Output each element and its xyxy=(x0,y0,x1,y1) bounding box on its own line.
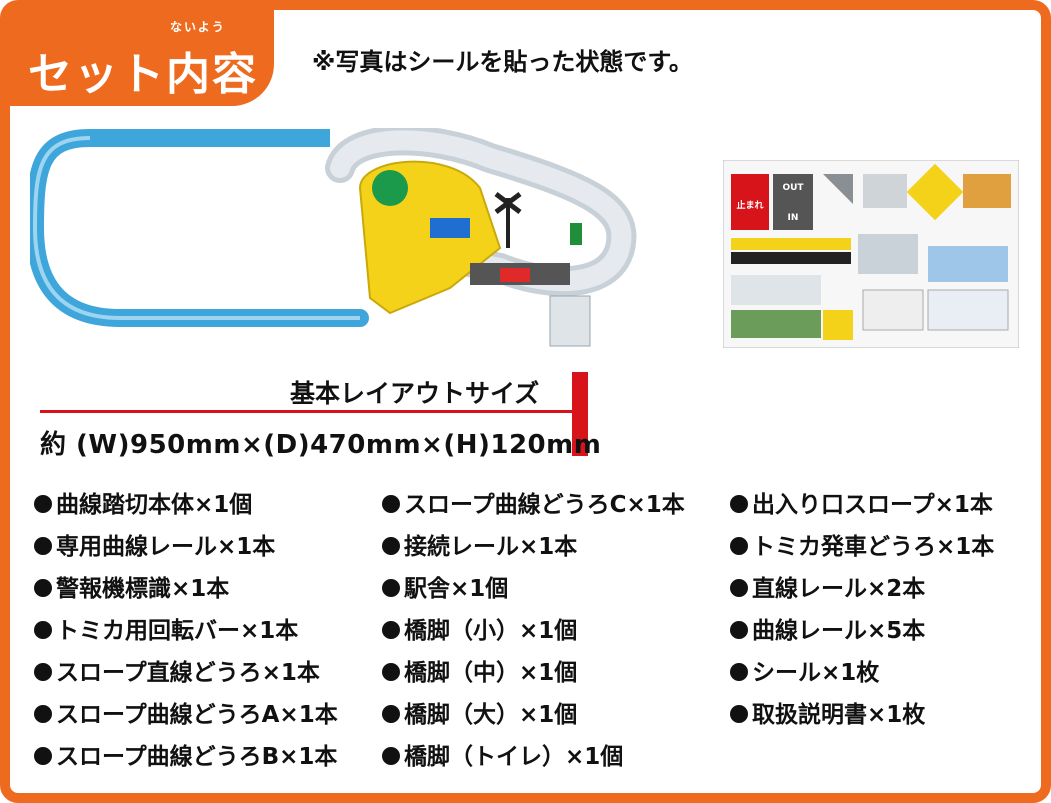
contents-list-2: スロープ曲線どうろC×1本 接続レール×1本 駅舎×1個 橋脚（小）×1個 橋脚… xyxy=(382,484,685,778)
bullet-icon xyxy=(730,621,748,639)
title-tab xyxy=(10,10,274,106)
layout-size: 約 (W)950mm×(D)470mm×(H)120mm xyxy=(40,430,602,460)
bullet-icon xyxy=(34,747,52,765)
bullet-icon xyxy=(382,537,400,555)
yellow-crossing-body xyxy=(358,160,582,315)
sticker-in-text: IN xyxy=(788,213,799,223)
list-item: シール×1枚 xyxy=(730,652,994,694)
title-ruby: ないよう xyxy=(170,20,226,34)
list-item: トミカ発車どうろ×1本 xyxy=(730,526,994,568)
bullet-icon xyxy=(730,579,748,597)
product-image xyxy=(30,128,637,347)
list-item: 警報機標識×1本 xyxy=(34,568,338,610)
sticker-stop-text: 止まれ xyxy=(736,199,763,211)
list-item: スロープ曲線どうろB×1本 xyxy=(34,736,338,778)
sticker-sheet: 止まれ OUT IN xyxy=(723,160,1019,348)
list-item: トミカ用回転バー×1本 xyxy=(34,610,338,652)
size-divider xyxy=(40,410,588,413)
list-item: 橋脚（中）×1個 xyxy=(382,652,685,694)
list-item: 橋脚（トイレ）×1個 xyxy=(382,736,685,778)
list-item: 曲線レール×5本 xyxy=(730,610,994,652)
contents-list-1: 曲線踏切本体×1個 専用曲線レール×1本 警報機標識×1本 トミカ用回転バー×1… xyxy=(34,484,338,778)
blue-rail-oval xyxy=(30,129,369,327)
bullet-icon xyxy=(730,495,748,513)
photo-note: ※写真はシールを貼った状態です。 xyxy=(312,48,693,76)
list-item: スロープ曲線どうろC×1本 xyxy=(382,484,685,526)
bullet-icon xyxy=(382,495,400,513)
layout-title: 基本レイアウトサイズ xyxy=(290,379,540,408)
bullet-icon xyxy=(34,663,52,681)
list-item: 駅舎×1個 xyxy=(382,568,685,610)
bullet-icon xyxy=(34,621,52,639)
bullet-icon xyxy=(34,579,52,597)
bullet-icon xyxy=(730,663,748,681)
list-item: 曲線踏切本体×1個 xyxy=(34,484,338,526)
bullet-icon xyxy=(382,663,400,681)
list-item: 接続レール×1本 xyxy=(382,526,685,568)
list-item: 専用曲線レール×1本 xyxy=(34,526,338,568)
list-item: 直線レール×2本 xyxy=(730,568,994,610)
sticker-out-text: OUT xyxy=(782,183,804,193)
list-item: スロープ曲線どうろA×1本 xyxy=(34,694,338,736)
bullet-icon xyxy=(382,579,400,597)
contents-list-3: 出入り口スロープ×1本 トミカ発車どうろ×1本 直線レール×2本 曲線レール×5… xyxy=(730,484,994,736)
bullet-icon xyxy=(34,495,52,513)
list-item: 橋脚（大）×1個 xyxy=(382,694,685,736)
bullet-icon xyxy=(730,705,748,723)
bullet-icon xyxy=(34,537,52,555)
bullet-icon xyxy=(382,705,400,723)
bullet-icon xyxy=(382,621,400,639)
list-item: スロープ直線どうろ×1本 xyxy=(34,652,338,694)
list-item: 取扱説明書×1枚 xyxy=(730,694,994,736)
bullet-icon xyxy=(34,705,52,723)
size-accent-bar xyxy=(572,372,588,456)
page-title: セット内容 xyxy=(28,49,258,100)
crossing-signal-icon xyxy=(494,192,522,248)
list-item: 出入り口スロープ×1本 xyxy=(730,484,994,526)
list-item: 橋脚（小）×1個 xyxy=(382,610,685,652)
bullet-icon xyxy=(730,537,748,555)
bullet-icon xyxy=(382,747,400,765)
